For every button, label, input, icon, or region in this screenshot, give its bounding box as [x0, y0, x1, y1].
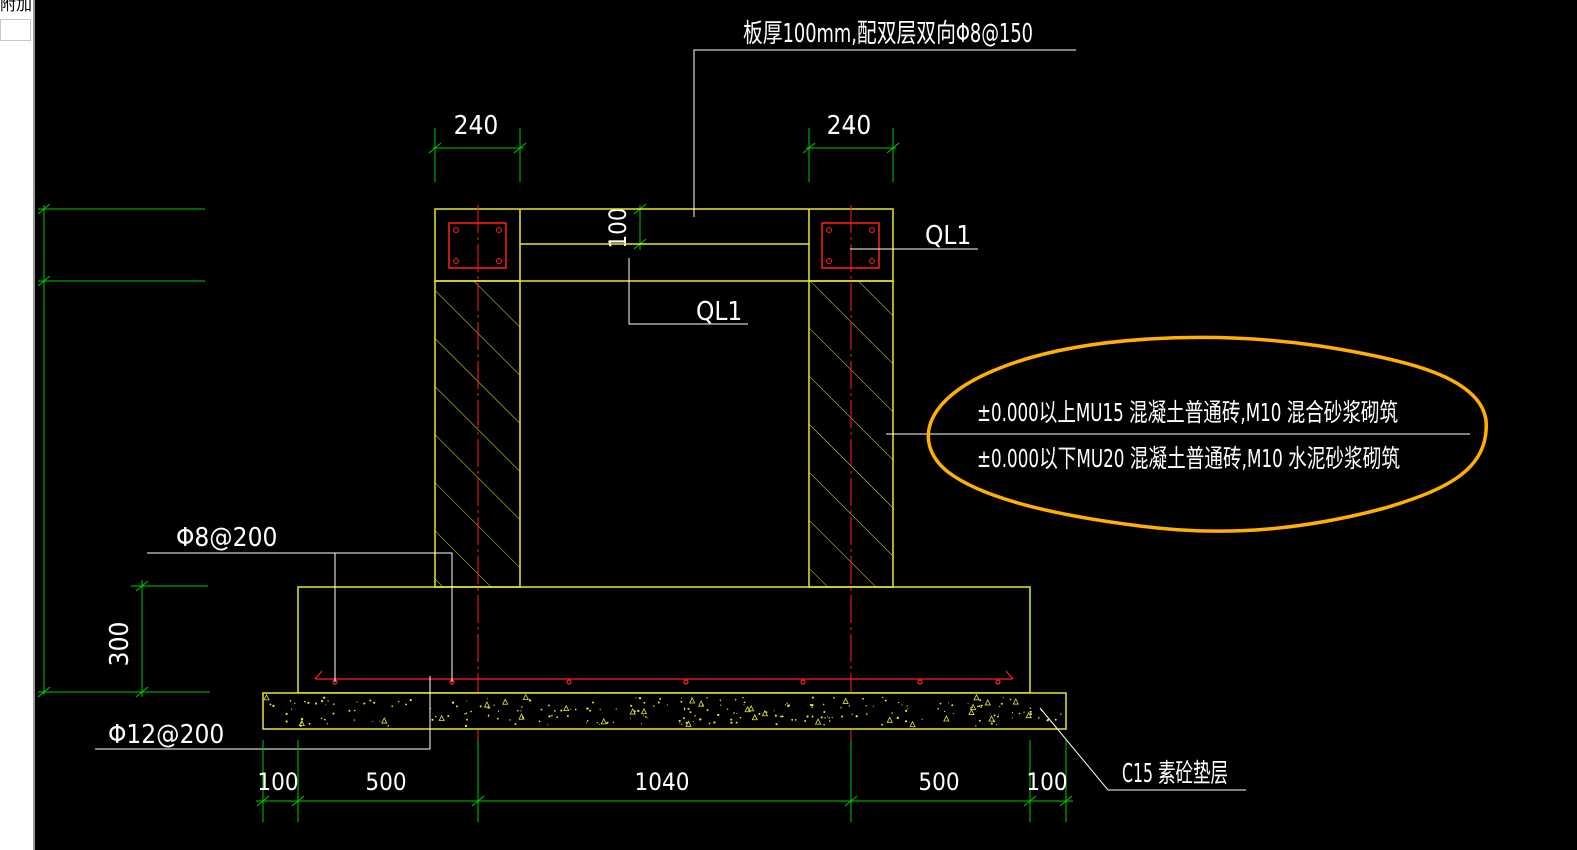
dim-bottom-500-left: 500 — [365, 768, 406, 796]
bottom-dimension-chain — [256, 740, 1073, 822]
masonry-note-above: ±0.000以上MU15 混凝土普通砖,M10 混合砂浆砌筑 — [977, 398, 1398, 427]
cushion-label: C15 素砼垫层 — [1122, 759, 1228, 789]
side-panel-input[interactable] — [0, 19, 31, 41]
rebar-label-top: Φ8@200 — [176, 523, 277, 553]
wall-width-dimension-right — [802, 128, 900, 182]
dim-bottom-1040: 1040 — [635, 768, 690, 796]
c15-cushion-layer — [262, 692, 1067, 730]
dim-wall-right: 240 — [827, 111, 872, 141]
dim-bottom-100-left: 100 — [257, 768, 298, 796]
slab-note: 板厚100mm,配双层双向Φ8@150 — [743, 19, 1033, 49]
side-panel-label: 附加 — [0, 0, 33, 14]
dim-bottom-100-right: 100 — [1026, 768, 1067, 796]
masonry-note-below: ±0.000以下MU20 混凝土普通砖,M10 水泥砂浆砌筑 — [977, 444, 1400, 473]
bottom-rebar — [314, 670, 1014, 685]
rebar-label-bottom: Φ12@200 — [108, 720, 224, 750]
ql1-label-right: QL1 — [925, 221, 971, 251]
dim-slab-thickness: 100 — [604, 207, 632, 248]
dim-footing-height: 300 — [105, 622, 135, 667]
ql1-label-center: QL1 — [696, 297, 742, 327]
side-panel: 附加 — [0, 0, 35, 850]
highlight-ellipse — [926, 335, 1488, 533]
leader-lines — [95, 49, 1470, 791]
top-slab — [434, 208, 894, 282]
center-lines — [477, 205, 852, 740]
footing — [297, 586, 1031, 694]
dim-bottom-500-right: 500 — [918, 768, 959, 796]
dim-wall-left: 240 — [454, 111, 499, 141]
footing-height-dimension — [131, 580, 208, 698]
left-elevation-dimension — [37, 203, 210, 698]
wall-width-dimension-left — [428, 128, 527, 182]
slab-thickness-dimension — [633, 203, 647, 250]
